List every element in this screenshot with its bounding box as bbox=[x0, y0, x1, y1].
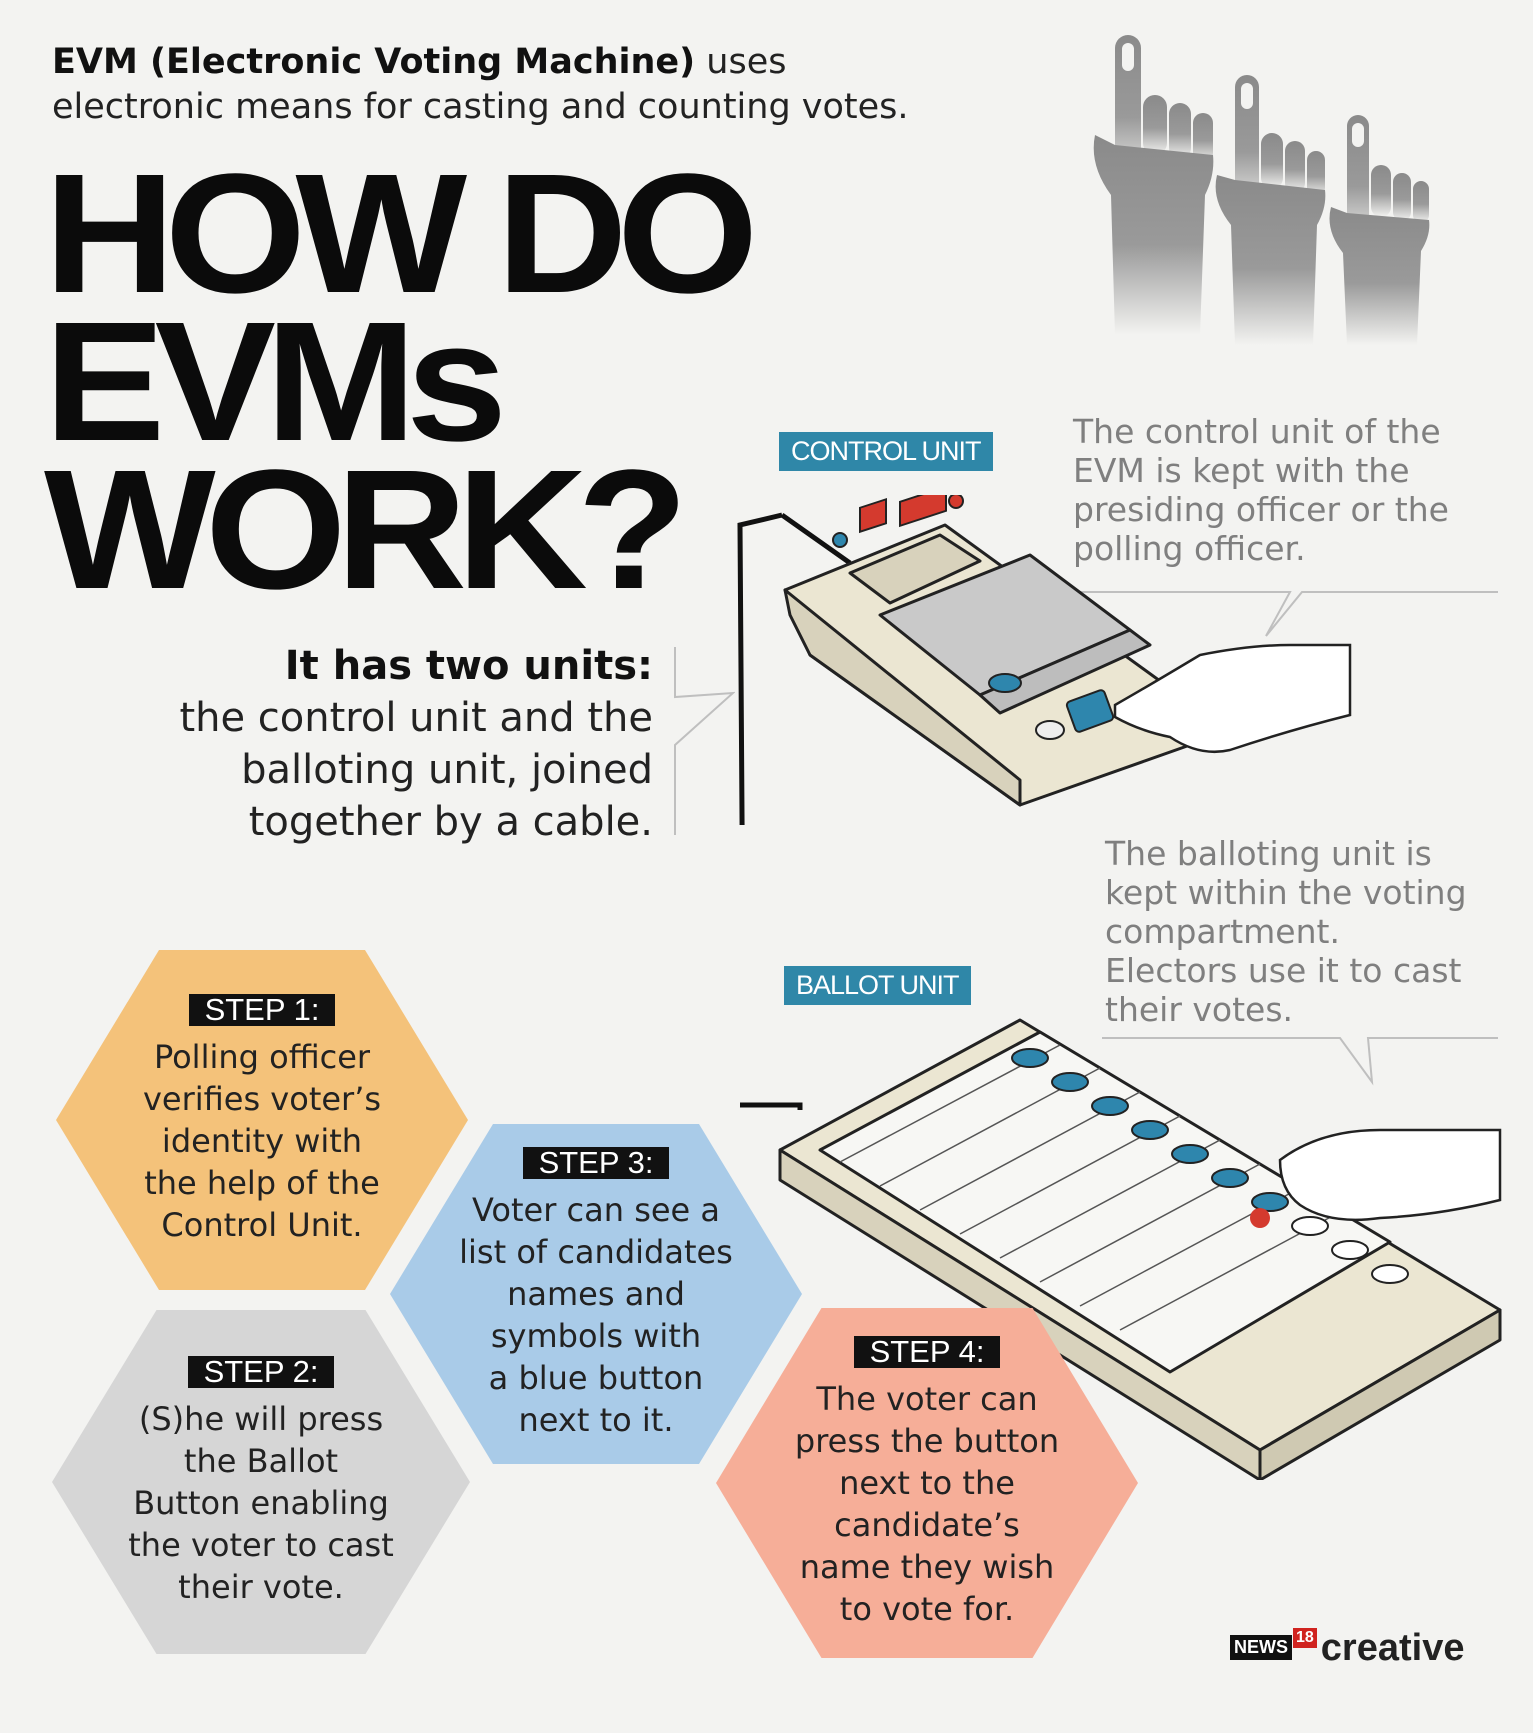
raised-finger-hand-icon bbox=[1093, 35, 1214, 335]
step-text: Button enabling bbox=[133, 1484, 389, 1522]
raised-fingers-illustration bbox=[1093, 35, 1430, 345]
step-text: to vote for. bbox=[839, 1590, 1015, 1628]
control-unit-desc-line: EVM is kept with the bbox=[1073, 451, 1410, 490]
control-unit-desc-line: polling officer. bbox=[1073, 529, 1306, 568]
step-text: name they wish bbox=[799, 1548, 1055, 1586]
control-unit-desc-line: The control unit of the bbox=[1073, 412, 1441, 451]
units-line: the control unit and the bbox=[179, 695, 653, 741]
step-text: the voter to cast bbox=[128, 1526, 394, 1564]
pressing-hand-icon bbox=[1278, 1128, 1502, 1222]
logo-18: 18 bbox=[1293, 1628, 1317, 1648]
ballot-unit-desc-line: their votes. bbox=[1105, 990, 1294, 1029]
step-text: the help of the bbox=[144, 1164, 380, 1202]
control-unit-illustration bbox=[737, 495, 1352, 825]
ink-mark-icon bbox=[1250, 1208, 1270, 1228]
step-text: the Ballot bbox=[183, 1442, 339, 1480]
units-line: balloting unit, joined bbox=[241, 747, 653, 793]
logo-creative: creative bbox=[1320, 1627, 1465, 1669]
units-description: It has two units: the control unit and t… bbox=[93, 640, 653, 848]
step-text: names and bbox=[507, 1275, 685, 1313]
step-text: next to the bbox=[839, 1464, 1015, 1502]
step-text: The voter can bbox=[816, 1380, 1038, 1418]
intro-bold: EVM (Electronic Voting Machine) bbox=[52, 42, 696, 82]
ballot-unit-desc-line: compartment. bbox=[1105, 912, 1340, 951]
step-1-hexagon: STEP 1: Polling officer verifies voter’s… bbox=[56, 950, 468, 1290]
step-text: their vote. bbox=[178, 1568, 344, 1606]
intro-text: EVM (Electronic Voting Machine) uses ele… bbox=[52, 40, 1012, 130]
intro-line2: electronic means for casting and countin… bbox=[52, 87, 909, 127]
raised-finger-hand-icon bbox=[1215, 75, 1326, 345]
units-heading: It has two units: bbox=[284, 643, 653, 689]
step-4-hexagon: STEP 4: The voter can press the button n… bbox=[716, 1308, 1138, 1658]
step-label: STEP 2: bbox=[187, 1356, 335, 1388]
step-text: next to it. bbox=[518, 1401, 674, 1439]
page-title: HOW DO EVMs WORK? bbox=[44, 149, 764, 615]
control-unit-description: The control unit of the EVM is kept with… bbox=[1073, 412, 1449, 568]
step-label: STEP 4: bbox=[853, 1336, 1001, 1368]
title-line2: EVMs bbox=[44, 287, 507, 477]
step-text: symbols with bbox=[490, 1317, 702, 1355]
ballot-unit-desc-line: kept within the voting bbox=[1105, 873, 1467, 912]
step-text: (S)he will press bbox=[138, 1400, 384, 1438]
control-unit-tag: CONTROL UNIT bbox=[779, 432, 993, 471]
step-text: press the button bbox=[794, 1422, 1060, 1460]
raised-finger-hand-icon bbox=[1329, 115, 1430, 345]
ballot-unit-desc-line: Electors use it to cast bbox=[1105, 951, 1462, 990]
units-callout bbox=[674, 647, 735, 835]
ballot-unit-tag: BALLOT UNIT bbox=[784, 966, 971, 1005]
step-text: Control Unit. bbox=[161, 1206, 363, 1244]
step-text: a blue button bbox=[488, 1359, 704, 1397]
pressing-hand-icon bbox=[1113, 643, 1352, 754]
control-unit-callout bbox=[1072, 591, 1498, 637]
logo-news: NEWS bbox=[1230, 1635, 1292, 1660]
step-2-hexagon: STEP 2: (S)he will press the Ballot Butt… bbox=[52, 1310, 470, 1654]
step-text: verifies voter’s bbox=[142, 1080, 382, 1118]
intro-rest: uses bbox=[695, 42, 787, 82]
step-text: candidate’s bbox=[834, 1506, 1020, 1544]
title-line1: HOW DO bbox=[44, 139, 758, 329]
units-line: together by a cable. bbox=[248, 799, 653, 845]
control-unit-desc-line: presiding officer or the bbox=[1073, 490, 1449, 529]
ballot-unit-description: The balloting unit is kept within the vo… bbox=[1105, 834, 1467, 1029]
step-text: identity with bbox=[161, 1122, 363, 1160]
step-label: STEP 3: bbox=[522, 1147, 670, 1179]
ballot-unit-desc-line: The balloting unit is bbox=[1105, 834, 1432, 873]
title-line3: WORK? bbox=[44, 435, 688, 625]
step-text: Polling officer bbox=[153, 1038, 371, 1076]
step-label: STEP 1: bbox=[188, 994, 336, 1026]
step-text: Voter can see a bbox=[471, 1191, 721, 1229]
step-text: list of candidates bbox=[459, 1233, 733, 1271]
ballot-unit-callout bbox=[1102, 1037, 1498, 1086]
